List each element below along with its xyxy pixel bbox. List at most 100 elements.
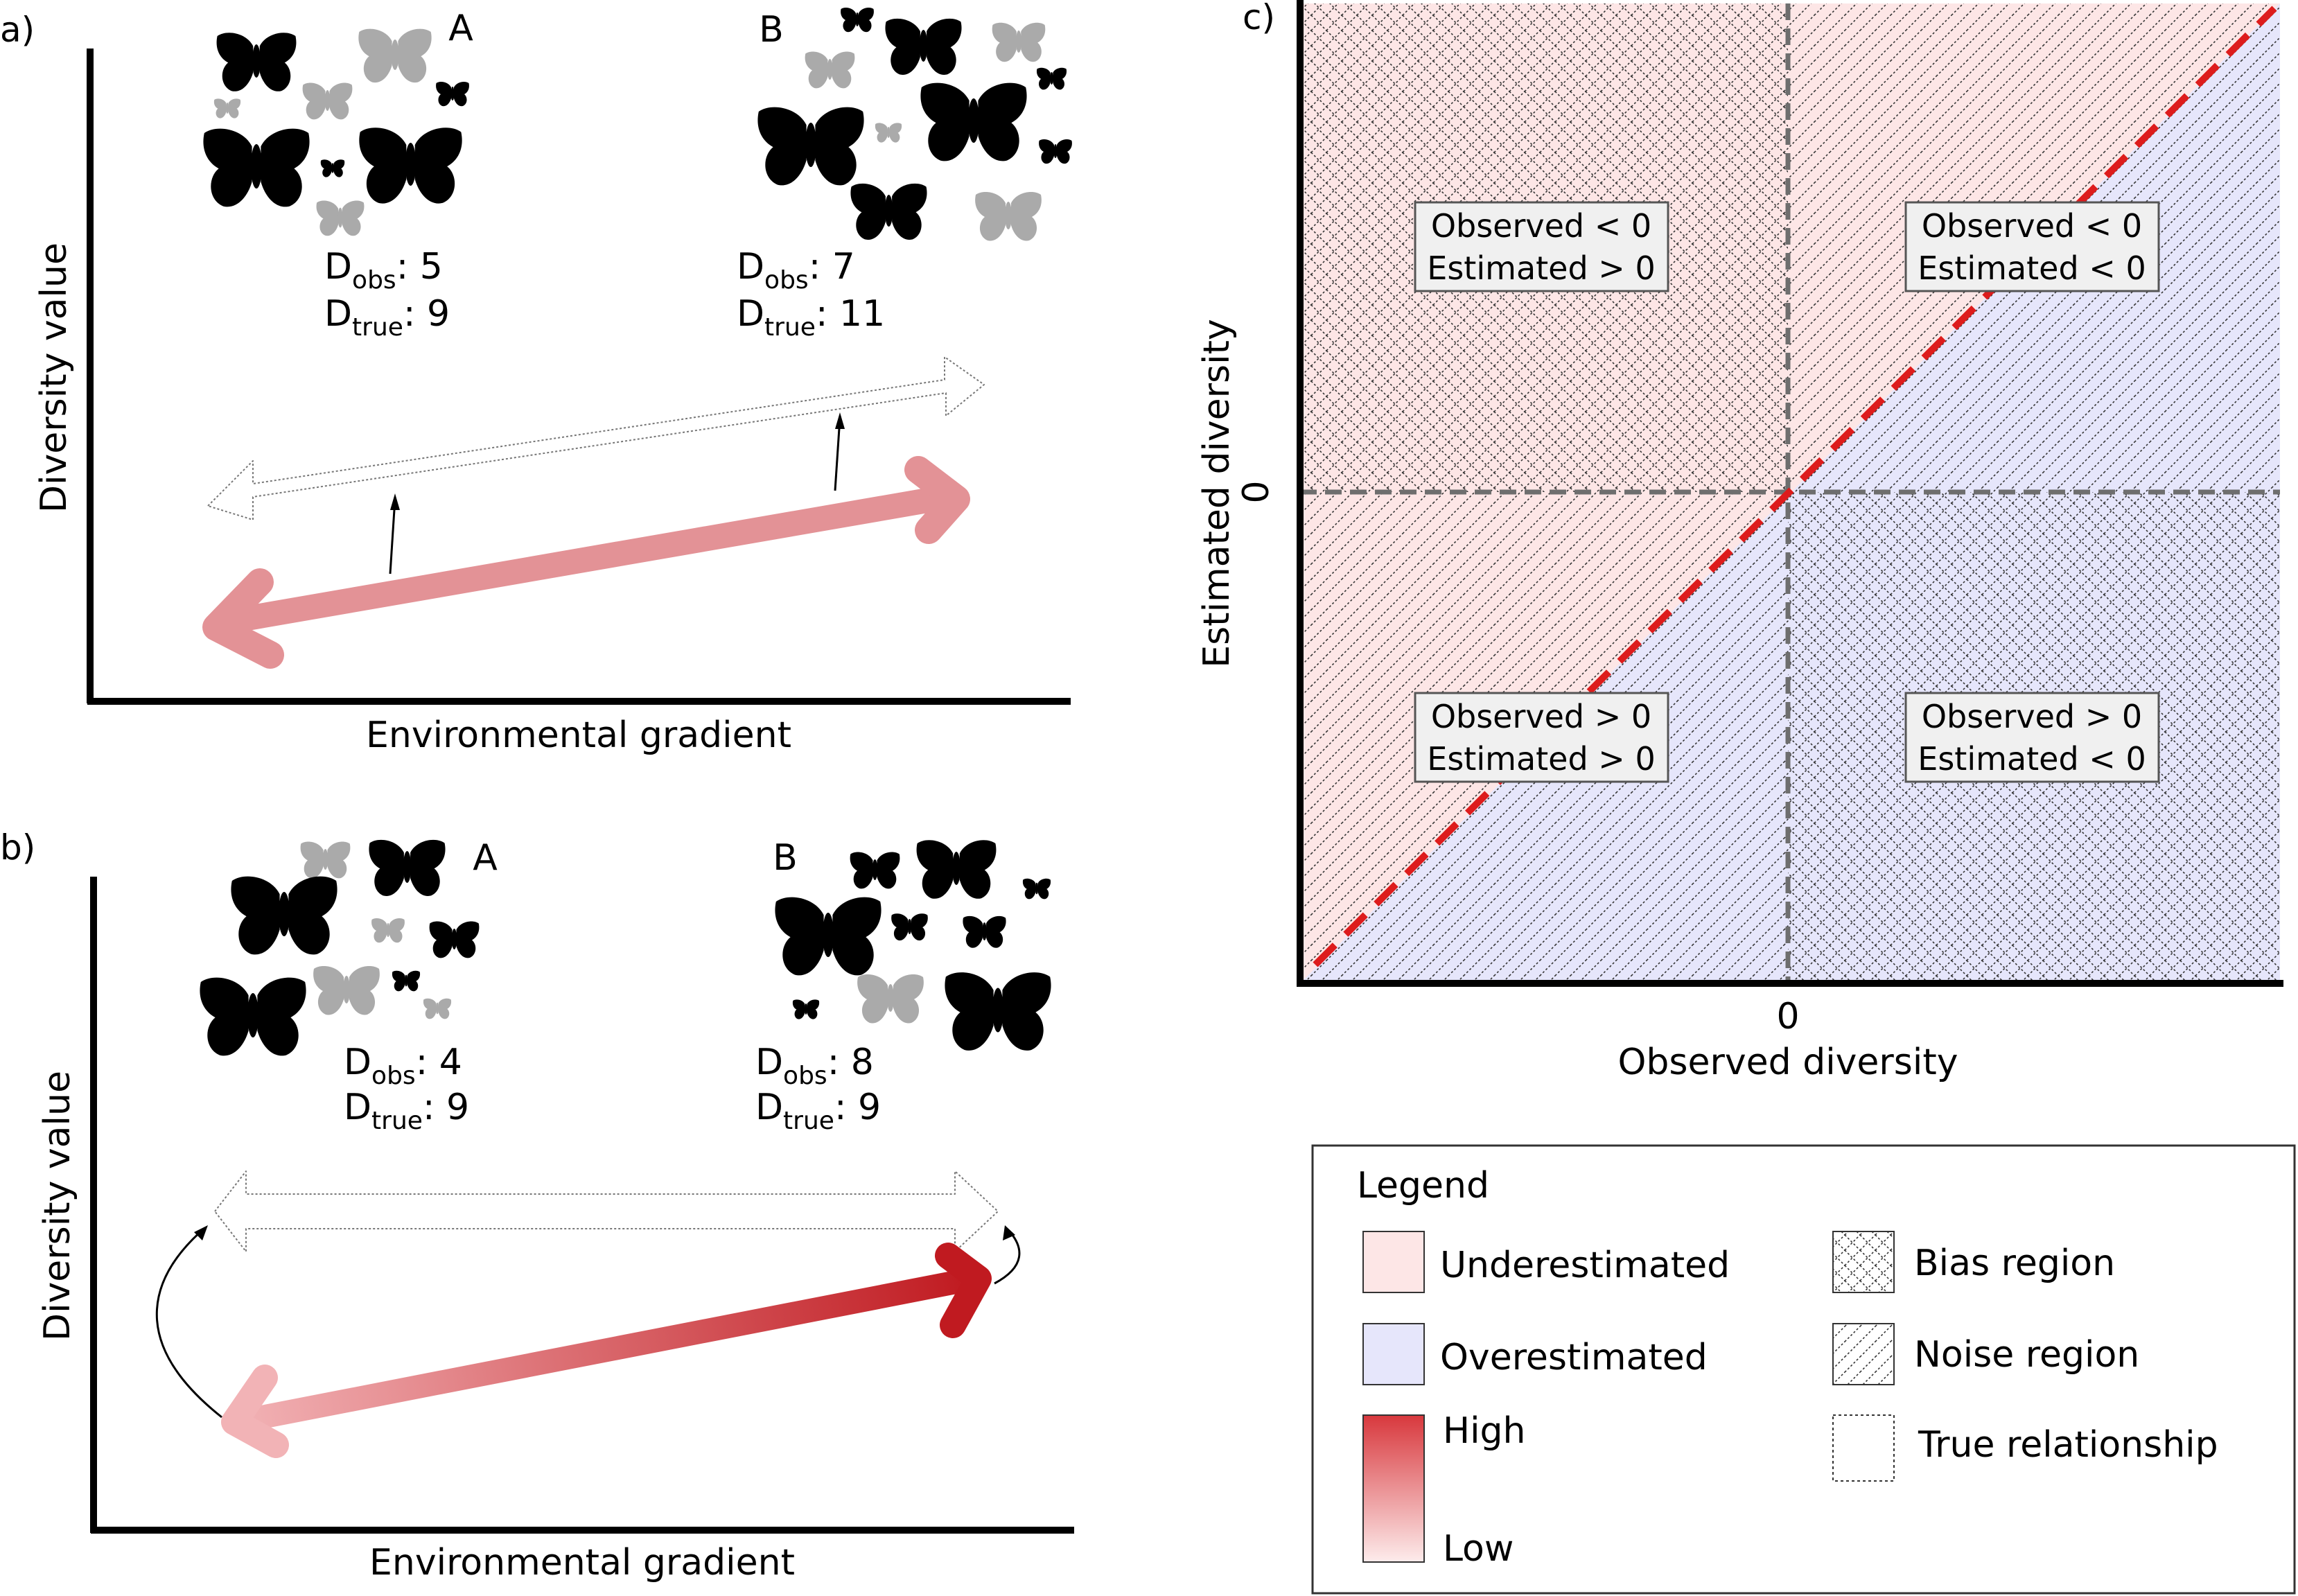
butterfly-icon <box>316 198 365 236</box>
butterfly-icon <box>203 124 310 207</box>
panel-b-xlabel: Environmental gradient <box>369 1542 795 1584</box>
legend-overestimated: Overestimated <box>1440 1337 1708 1378</box>
butterfly-icon <box>359 123 462 204</box>
svg-text:Observed > 0: Observed > 0 <box>1431 698 1651 735</box>
site-b-dtrue: Dtrue: 9 <box>755 1087 881 1135</box>
butterfly-icon <box>850 180 927 240</box>
quadrant-box-bottom-right: Observed > 0 Estimated < 0 <box>1904 692 2160 783</box>
site-a-dtrue: Dtrue: 9 <box>344 1087 469 1135</box>
site-b-dtrue: Dtrue: 11 <box>737 293 885 342</box>
svg-text:Estimated < 0: Estimated < 0 <box>1918 249 2146 287</box>
shift-arrow <box>155 1229 222 1419</box>
legend-bias: Bias region <box>1914 1243 2115 1284</box>
butterfly-icon <box>945 967 1051 1051</box>
intensity-gradient-swatch <box>1362 1414 1425 1563</box>
arrowhead-icon <box>194 1225 208 1240</box>
panel-c-ylabel: Estimated diversity <box>1196 319 1238 668</box>
butterfly-icon <box>392 970 421 992</box>
legend: Legend Underestimated Overestimated High… <box>1311 1144 2296 1595</box>
legend-title: Legend <box>1357 1165 1489 1207</box>
panel-b: b) Diversity value Environmental gradien… <box>0 827 1074 1584</box>
panel-b-observed-arrow <box>221 1243 992 1458</box>
community-a-butterflies <box>203 26 469 236</box>
noise-swatch <box>1832 1323 1895 1385</box>
legend-low: Low <box>1443 1528 1514 1570</box>
panel-a-ylabel: Diversity value <box>33 243 75 513</box>
butterfly-icon <box>792 998 820 1019</box>
butterfly-icon <box>213 97 241 119</box>
butterfly-icon <box>1022 877 1051 900</box>
true-relationship-swatch <box>1832 1414 1895 1482</box>
site-a-dobs: Dobs: 4 <box>344 1042 462 1090</box>
butterfly-icon <box>992 20 1046 62</box>
butterfly-icon <box>963 914 1006 948</box>
butterfly-icon <box>436 80 469 107</box>
panel-a-xlabel: Environmental gradient <box>366 714 791 756</box>
site-a-dtrue: Dtrue: 9 <box>324 293 450 342</box>
butterfly-icon <box>916 836 997 899</box>
butterfly-icon <box>1036 66 1067 90</box>
butterfly-icon <box>371 917 405 943</box>
site-a-dobs: Dobs: 5 <box>324 246 443 295</box>
shift-arrow <box>389 498 396 575</box>
panel-b-true-relationship-arrow <box>214 1170 999 1252</box>
panel-a: a) Diversity value Environmental gradien… <box>0 6 1072 756</box>
butterfly-icon <box>1039 138 1072 164</box>
community-a-butterflies <box>200 836 480 1056</box>
community-b-butterflies <box>757 6 1072 241</box>
butterfly-icon <box>805 49 855 89</box>
quadrant-box-top-right: Observed < 0 Estimated < 0 <box>1904 201 2160 292</box>
svg-text:Estimated > 0: Estimated > 0 <box>1427 249 1655 287</box>
butterfly-icon <box>300 839 351 879</box>
panel-b-ylabel: Diversity value <box>37 1071 78 1341</box>
butterfly-icon <box>757 103 864 186</box>
legend-true-relationship: True relationship <box>1918 1424 2218 1466</box>
shift-arrow <box>834 417 841 491</box>
panel-b-label: b) <box>0 827 35 868</box>
arrowhead-icon <box>1003 1225 1015 1240</box>
arrowhead-icon <box>835 412 845 429</box>
butterfly-icon <box>775 893 882 976</box>
butterfly-icon <box>429 919 480 958</box>
butterfly-icon <box>231 872 337 955</box>
identity-line <box>1313 6 2277 967</box>
site-b-dobs: Dobs: 8 <box>755 1042 874 1090</box>
quadrant-box-top-left: Observed < 0 Estimated > 0 <box>1414 201 1669 292</box>
butterfly-icon <box>358 26 432 83</box>
bias-swatch <box>1832 1231 1895 1293</box>
community-b-butterflies <box>775 836 1051 1051</box>
legend-high: High <box>1443 1410 1526 1452</box>
site-b-dobs: Dobs: 7 <box>737 246 855 295</box>
butterfly-icon <box>975 189 1042 241</box>
panel-a-label: a) <box>0 10 35 50</box>
panel-c-label: c) <box>1243 0 1275 37</box>
quadrant-box-bottom-left: Observed > 0 Estimated > 0 <box>1414 692 1669 783</box>
panel-a-true-relationship-arrow <box>207 356 985 520</box>
butterfly-icon <box>369 836 446 896</box>
site-a-label: A <box>473 837 498 879</box>
svg-text:Observed > 0: Observed > 0 <box>1922 698 2142 735</box>
panel-a-observed-arrow <box>202 456 970 669</box>
butterfly-icon <box>857 972 924 1024</box>
butterfly-icon <box>313 963 380 1015</box>
butterfly-icon <box>920 78 1027 161</box>
butterfly-icon <box>302 80 353 120</box>
butterfly-icon <box>200 973 306 1056</box>
site-b-label: B <box>773 837 798 879</box>
x-zero-tick: 0 <box>1776 996 1799 1037</box>
panel-c: c) 0 0 Observed diversity Estimated dive… <box>1196 0 2296 1595</box>
panel-c-xlabel: Observed diversity <box>1617 1042 1958 1083</box>
butterfly-icon <box>320 158 345 177</box>
legend-underestimated: Underestimated <box>1440 1245 1730 1286</box>
site-a-label: A <box>448 8 473 49</box>
legend-frame <box>1311 1144 2296 1595</box>
butterfly-icon <box>216 29 297 91</box>
arrowhead-icon <box>390 493 400 510</box>
butterfly-icon <box>875 121 902 143</box>
butterfly-icon <box>891 912 928 941</box>
overestimated-swatch <box>1362 1323 1425 1385</box>
site-b-label: B <box>759 9 784 51</box>
y-zero-tick: 0 <box>1236 480 1277 503</box>
svg-text:Observed < 0: Observed < 0 <box>1922 207 2142 245</box>
